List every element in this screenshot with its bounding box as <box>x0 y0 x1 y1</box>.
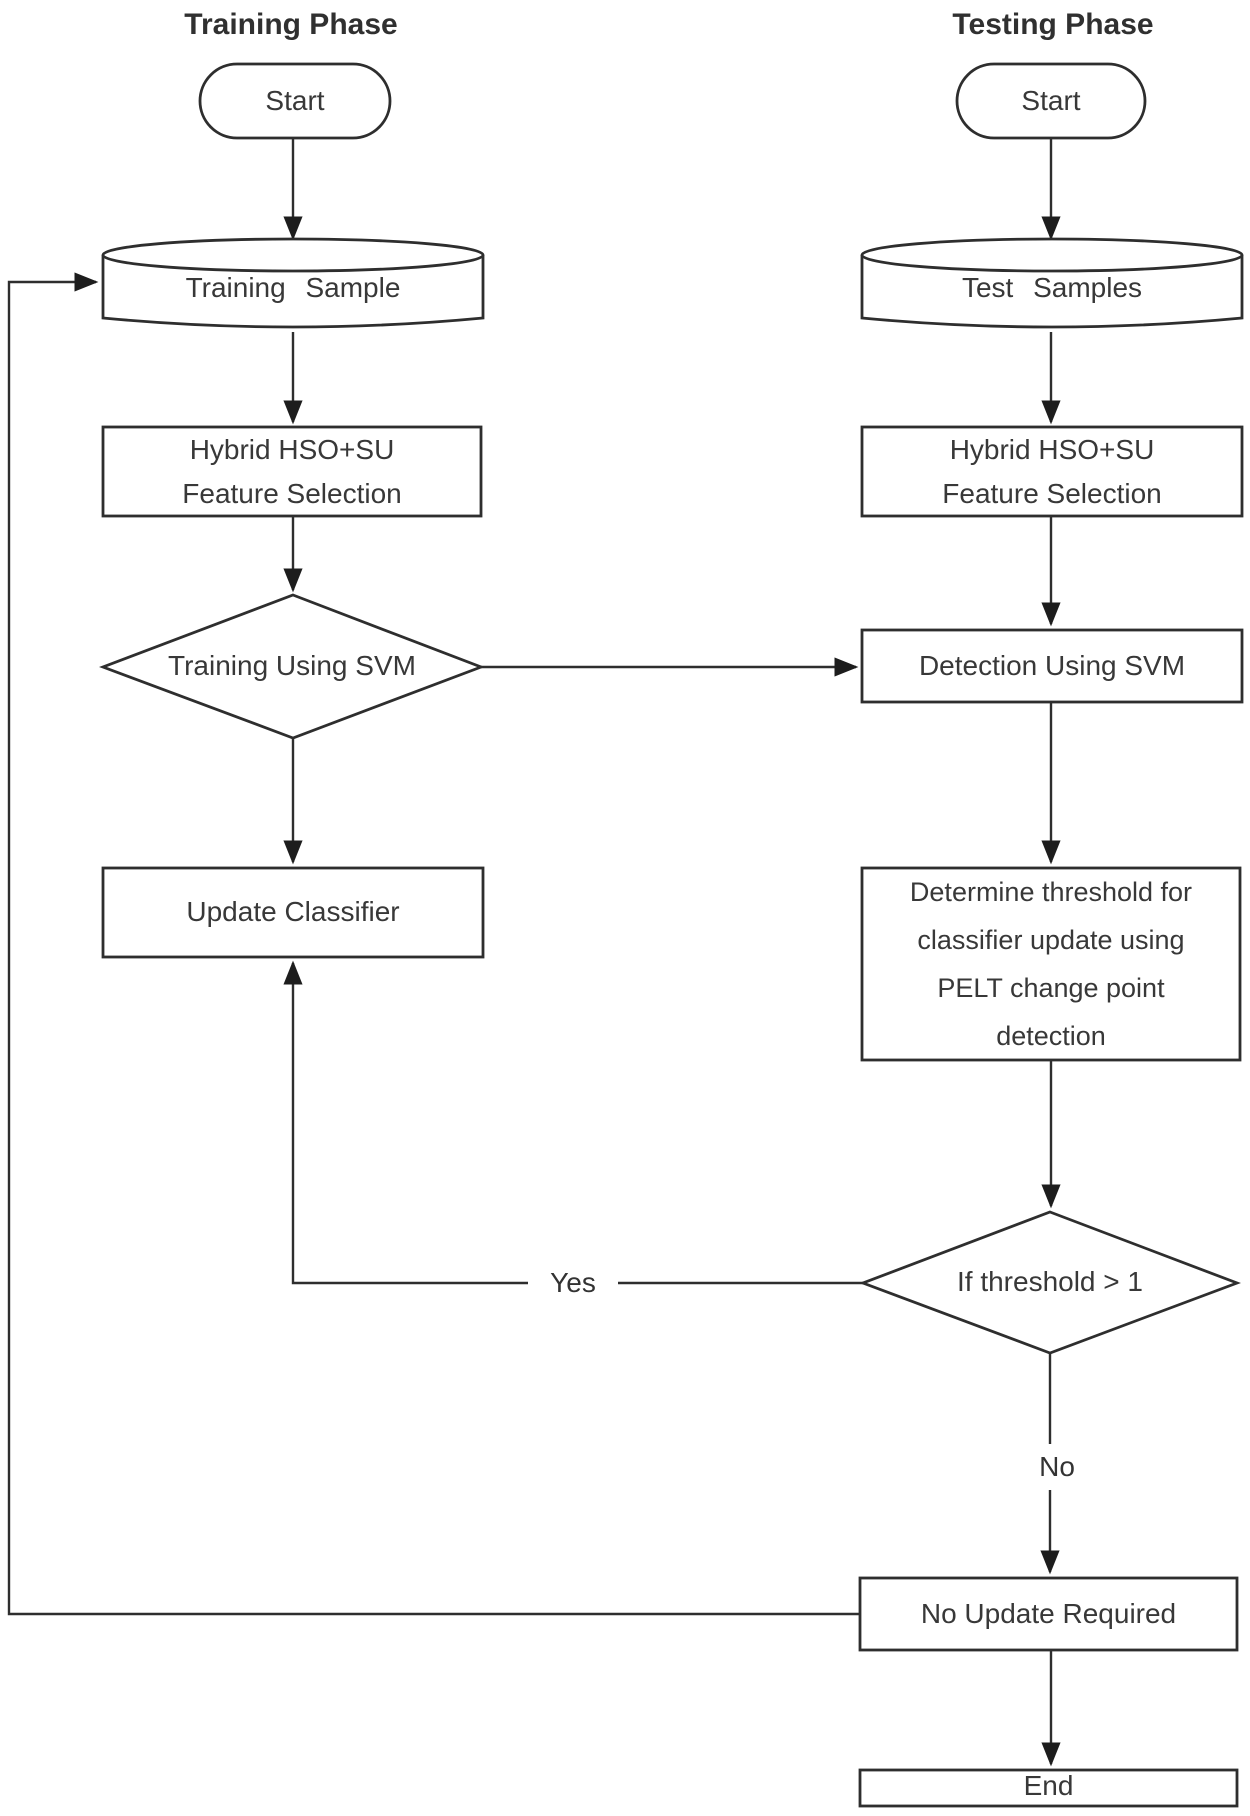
threshold-box <box>860 866 1242 1062</box>
feature-selection-box-testing <box>860 425 1244 518</box>
edge-yes-feedback <box>283 960 863 1285</box>
end-box <box>858 1768 1239 1808</box>
training-sample-cylinder-body <box>101 255 485 329</box>
test-samples-cylinder-body <box>860 255 1244 329</box>
no-update-box <box>858 1576 1239 1652</box>
training-sample-cylinder-top <box>101 237 485 273</box>
update-classifier-box <box>101 866 485 959</box>
svm-decision-diamond <box>99 593 485 740</box>
testing-phase-title: Testing Phase <box>952 8 1154 41</box>
start-node-testing <box>955 62 1147 140</box>
training-phase-title: Training Phase <box>184 8 398 41</box>
test-samples-cylinder-top <box>860 237 1244 273</box>
edge-no-update-feedback <box>7 272 860 1616</box>
no-edge-label: No <box>1014 1444 1100 1490</box>
yes-edge-label: Yes <box>528 1261 618 1305</box>
threshold-decision-diamond <box>859 1210 1241 1355</box>
feature-selection-box-training <box>101 425 483 518</box>
start-node-training <box>198 62 392 140</box>
detection-box <box>860 628 1244 704</box>
